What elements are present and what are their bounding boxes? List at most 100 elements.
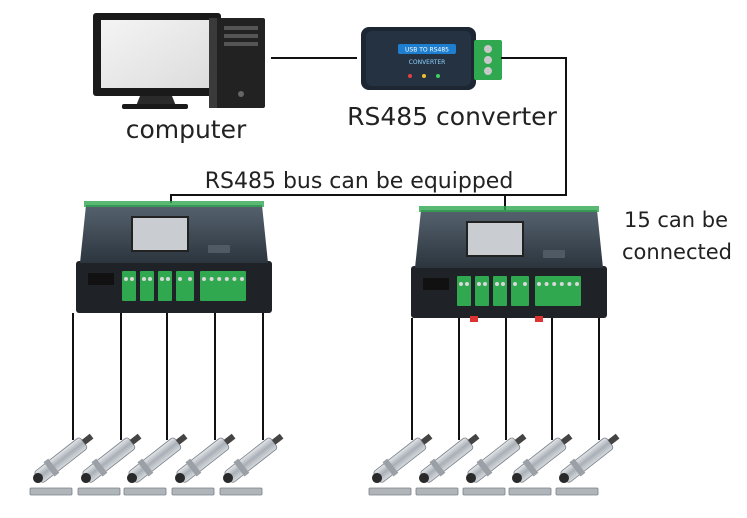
terminal-screw	[523, 282, 527, 286]
module-port	[88, 273, 114, 285]
terminal-screw	[217, 277, 222, 281]
terminal-block	[176, 271, 194, 301]
converter-caption-text: CONVERTER	[409, 59, 446, 66]
terminal-block	[475, 276, 489, 306]
sensor-bracket	[368, 487, 412, 496]
converter-label: RS485 converter	[347, 102, 557, 131]
acquisition-module-1	[29, 201, 284, 496]
sensor-bracket	[219, 487, 263, 496]
capacity-label-line2: connected	[622, 240, 732, 264]
sensor-tail	[223, 433, 236, 445]
sensor-lens	[512, 473, 522, 483]
sensor-bracket	[171, 487, 215, 496]
sensor-lens	[223, 473, 233, 483]
sensor-nut	[43, 458, 60, 477]
terminal-screw	[209, 277, 214, 281]
sensor-nut	[569, 458, 586, 477]
terminal-screw	[559, 282, 564, 286]
sensor-lens	[175, 473, 185, 483]
terminal-screw	[178, 277, 182, 281]
acquisition-modules	[29, 201, 620, 496]
terminal-screw	[202, 277, 206, 281]
sensor-lens	[33, 473, 43, 483]
sensor-bracket	[77, 487, 121, 496]
terminal-screw	[142, 277, 146, 281]
sensor-lens	[466, 473, 476, 483]
temperature-sensor	[127, 433, 188, 483]
sensor-nut	[91, 458, 108, 477]
terminal-screw	[495, 282, 499, 286]
terminal-screw	[544, 282, 549, 286]
terminal-block	[158, 271, 172, 301]
computer-label: computer	[126, 115, 247, 144]
sensor-nut	[382, 458, 399, 477]
terminal-screw	[160, 277, 164, 281]
computer-icon	[93, 13, 265, 109]
terminal-block	[493, 276, 507, 306]
terminal-block	[511, 276, 529, 306]
sensor-tail	[607, 433, 620, 445]
sensor-nut	[185, 458, 202, 477]
sensor-lens	[559, 473, 569, 483]
terminal-block	[200, 271, 246, 301]
terminal-screw	[188, 277, 192, 281]
sensor-lens	[127, 473, 137, 483]
sensor-lens	[419, 473, 429, 483]
sensor-tail	[467, 433, 480, 445]
terminal-screw	[537, 282, 541, 286]
temperature-sensor	[512, 433, 573, 483]
sensor-bracket	[123, 487, 167, 496]
module-button	[208, 245, 230, 253]
terminal-screw	[567, 282, 572, 286]
sensor-bracket	[508, 487, 552, 496]
terminal-screw	[483, 282, 487, 286]
module-top-terminal	[84, 201, 264, 207]
sensor-tail	[420, 433, 433, 445]
sensor-tail	[81, 433, 94, 445]
module-foot	[535, 316, 543, 322]
module-top-terminal	[419, 206, 599, 212]
module-button	[543, 250, 565, 258]
sensor-tail	[129, 433, 142, 445]
sensor-nut	[233, 458, 250, 477]
terminal-screw	[465, 282, 469, 286]
sensor-lens	[372, 473, 382, 483]
sensor-tail	[175, 433, 188, 445]
terminal-screw	[552, 282, 557, 286]
terminal-block	[457, 276, 471, 306]
terminal-screw	[232, 277, 237, 281]
terminal-screw	[124, 277, 128, 281]
terminal-screw	[513, 282, 517, 286]
terminal-screw	[575, 282, 579, 286]
sensor-bracket	[462, 487, 506, 496]
terminal-screw	[130, 277, 134, 281]
sensor-nut	[522, 458, 539, 477]
terminal-screw	[240, 277, 244, 281]
sensor-nut	[429, 458, 446, 477]
terminal-screw	[224, 277, 229, 281]
sensor-tail	[514, 433, 527, 445]
rs485-converter-icon: USB TO RS485 CONVERTER	[361, 27, 502, 90]
bus-label: RS485 bus can be equipped	[205, 169, 514, 194]
sensor-tail	[560, 433, 573, 445]
acquisition-module-2	[368, 206, 620, 496]
temperature-sensor	[81, 433, 142, 483]
converter-badge-text: USB TO RS485	[405, 47, 449, 54]
temperature-sensor	[223, 433, 284, 483]
temperature-sensor	[33, 433, 94, 483]
terminal-screw	[459, 282, 463, 286]
sensor-tail	[271, 433, 284, 445]
terminal-screw	[166, 277, 170, 281]
terminal-screw	[477, 282, 481, 286]
terminal-block	[535, 276, 581, 306]
sensor-bracket	[555, 487, 599, 496]
sensor-lens	[81, 473, 91, 483]
terminal-screw	[148, 277, 152, 281]
module-port	[423, 278, 449, 290]
module-screen	[466, 221, 524, 257]
module-foot	[470, 316, 478, 322]
terminal-block	[122, 271, 136, 301]
temperature-sensor	[466, 433, 527, 483]
module-screen	[131, 216, 189, 252]
